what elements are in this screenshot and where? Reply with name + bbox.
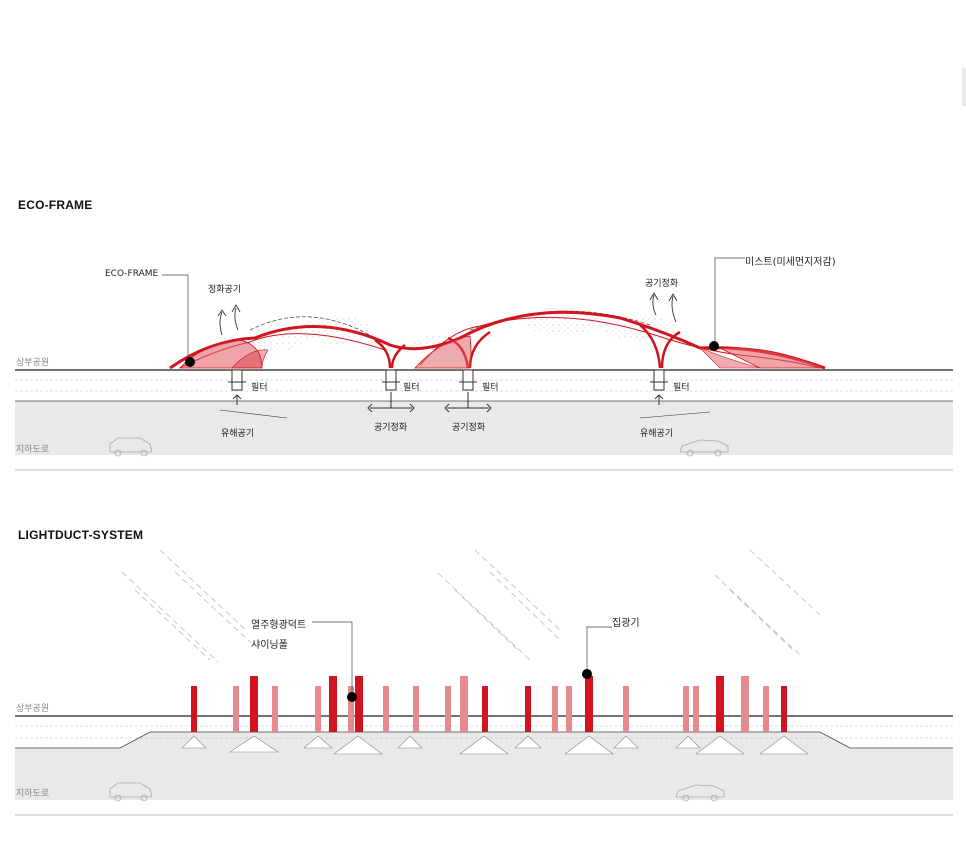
light-poles	[191, 676, 787, 732]
car-icon	[109, 437, 729, 457]
filter-label-2: 필터	[403, 383, 420, 393]
air-purification-label-1: 공기정화	[374, 423, 408, 433]
callout-dot-mist	[709, 341, 719, 351]
upper-park-label-2: 상부공원	[16, 704, 50, 714]
purified-air-arrows	[217, 292, 678, 336]
purified-air-label: 정화공기	[208, 285, 242, 295]
lightduct-callout-lines	[312, 621, 612, 697]
callout-dot-duct	[347, 692, 357, 702]
underground-road-label-2: 지하도로	[16, 789, 50, 799]
air-purify-label-top: 공기정화	[645, 279, 679, 289]
callout-eco-frame: ECO-FRAME	[105, 269, 159, 279]
underground-road-band	[15, 401, 953, 455]
upper-park-label: 상부공원	[16, 358, 50, 368]
filter-label-3: 필터	[482, 383, 499, 393]
filter-label-1: 필터	[251, 383, 268, 393]
callout-duct-line1: 열주형광덕트	[251, 620, 307, 631]
underground-road-label: 지하도로	[16, 445, 50, 455]
callout-duct-line2: 샤이닝폴	[251, 640, 288, 651]
car-icon-lower	[109, 782, 725, 802]
eco-callout-lines	[162, 257, 745, 362]
air-purification-label-2: 공기정화	[452, 423, 486, 433]
eco-frame-structure	[169, 310, 826, 370]
edge-strip	[962, 68, 966, 106]
sunlight-rays	[121, 549, 821, 663]
eco-frame-title: ECO-FRAME	[18, 198, 93, 212]
light-diffusers	[181, 735, 809, 755]
callout-mist: 미스트(미세먼지저감)	[745, 257, 836, 268]
filter-ducts	[219, 369, 711, 419]
callout-dot-frame	[185, 357, 195, 367]
eco-ground	[15, 369, 953, 471]
polluted-air-label-1: 유해공기	[221, 429, 255, 439]
lightduct-title: LIGHTDUCT-SYSTEM	[18, 528, 144, 542]
callout-dot-collector	[582, 669, 592, 679]
filter-label-4: 필터	[673, 383, 690, 393]
airflow-arc-1	[249, 316, 376, 339]
polluted-air-label-2: 유해공기	[640, 429, 674, 439]
callout-collector: 집광기	[612, 618, 640, 629]
